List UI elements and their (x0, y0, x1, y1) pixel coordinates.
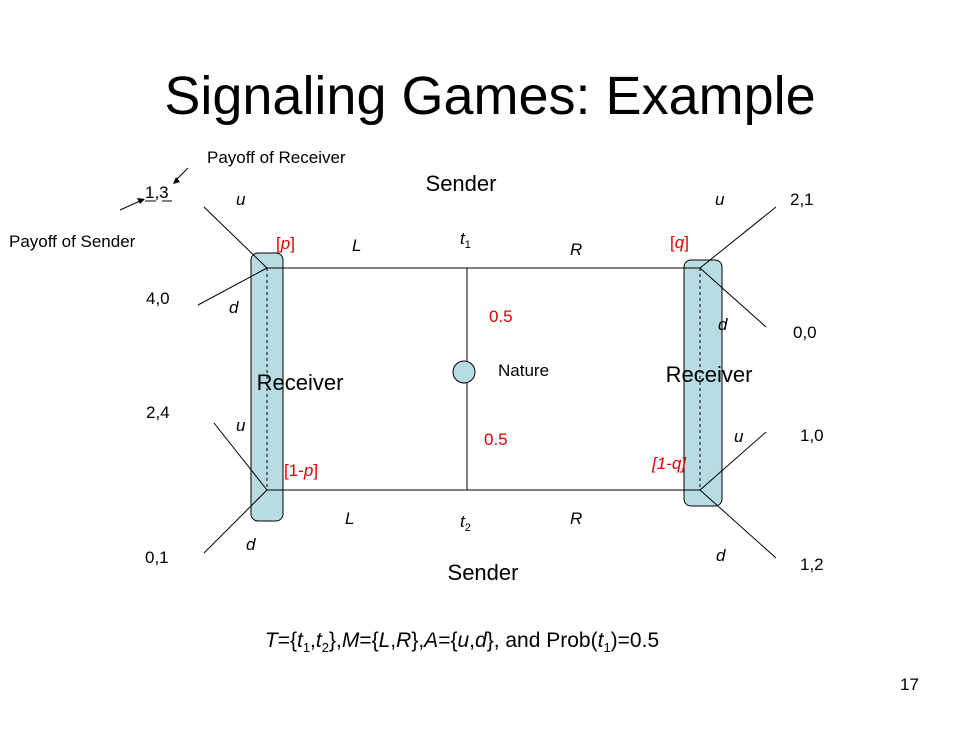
receiver-info-set-left (250, 252, 284, 522)
receiver-left-label: Receiver (257, 370, 344, 395)
action-u-top-left: u (236, 190, 246, 209)
payoff-bottom-right-u: 1,0 (800, 426, 824, 445)
payoff-of-receiver-label: Payoff of Receiver (207, 148, 346, 167)
sender-bottom-label: Sender (448, 560, 519, 585)
branch-top-left-u (203, 206, 268, 269)
message-R-top: R (570, 240, 582, 259)
branch-bottom-left-d (203, 489, 268, 554)
prob-top: 0.5 (489, 307, 513, 326)
action-d-bottom-left: d (246, 535, 256, 554)
payoff-bottom-right-d: 1,2 (800, 555, 824, 574)
receiver-info-set-right (683, 259, 723, 507)
nature-node (452, 360, 476, 384)
branch-bottom-right-d (699, 489, 777, 559)
action-u-bottom-left: u (236, 416, 246, 435)
payoff-top-right-d: 0,0 (793, 323, 817, 342)
payoff-sender-arrowhead-icon (137, 198, 145, 204)
receiver-right-label: Receiver (666, 362, 753, 387)
type-t2-label: t2 (460, 512, 471, 534)
action-d-top-right: d (718, 315, 728, 334)
belief-one-minus-p: [1-p] (284, 461, 318, 480)
belief-p: [p] (276, 234, 295, 253)
action-d-bottom-right: d (716, 546, 726, 565)
payoff-bottom-left-d: 0,1 (145, 548, 169, 567)
branch-top-left-d (197, 267, 268, 306)
payoff-receiver-arrow (175, 167, 189, 181)
payoff-top-left-d: 4,0 (146, 289, 170, 308)
payoff-of-sender-label: Payoff of Sender (9, 232, 136, 251)
prob-bottom: 0.5 (484, 430, 508, 449)
example-payoff-label: 1,3 (145, 183, 169, 202)
action-u-top-right: u (715, 190, 725, 209)
action-u-bottom-right: u (734, 427, 744, 446)
message-R-bottom: R (570, 509, 582, 528)
branch-top-right-d (699, 267, 767, 328)
message-L-top: L (352, 236, 361, 255)
sender-top-label: Sender (426, 171, 497, 196)
branch-bottom-right-u (699, 431, 767, 491)
branch-bottom-left-u (213, 422, 268, 491)
payoff-sender-arrow (119, 200, 141, 211)
page-title: Signaling Games: Example (164, 66, 815, 126)
slide-number: 17 (900, 675, 919, 694)
nature-label: Nature (498, 361, 549, 380)
payoff-top-right-u: 2,1 (790, 190, 814, 209)
payoff-receiver-arrowhead-icon (173, 177, 180, 184)
payoff-bottom-left-u: 2,4 (146, 403, 170, 422)
type-t1-label: t1 (460, 229, 471, 251)
sets-formula: T={t1,t2},M={L,R},A={u,d}, and Prob(t1)=… (265, 629, 659, 655)
belief-q: [q] (670, 233, 689, 252)
action-d-top-left: d (229, 298, 239, 317)
branch-top-right-u (699, 206, 777, 269)
belief-one-minus-q: [1-q] (651, 454, 687, 473)
message-L-bottom: L (345, 509, 354, 528)
